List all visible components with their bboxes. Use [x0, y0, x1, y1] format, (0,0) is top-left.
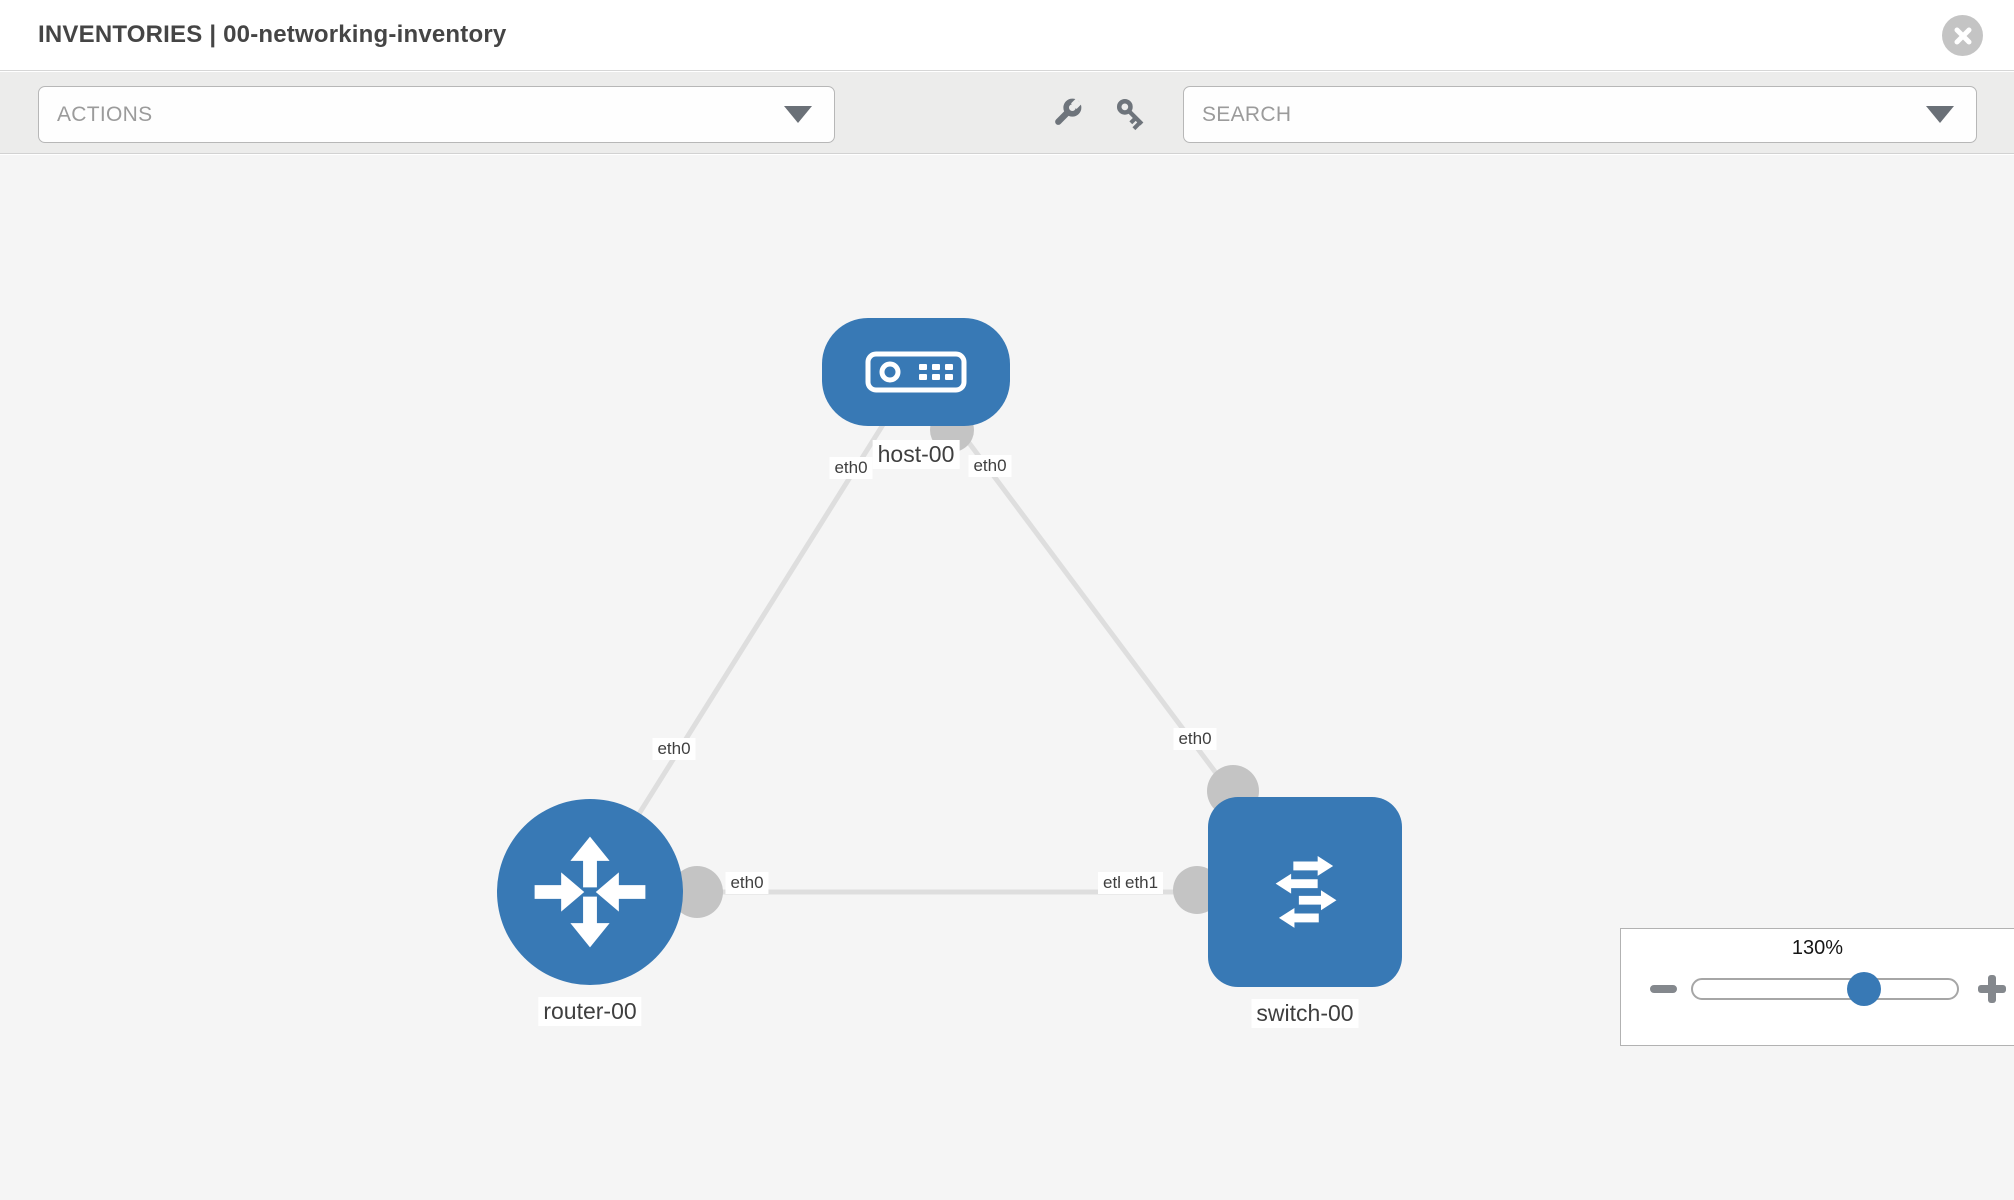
topology-canvas[interactable]: host-00 eth0 eth0 eth0 eth0 eth0 eth0 et… — [0, 155, 2014, 1200]
host-icon — [865, 351, 967, 393]
close-icon — [1954, 27, 1971, 44]
node-label-router: router-00 — [538, 997, 642, 1027]
node-host-00[interactable] — [822, 318, 1010, 426]
actions-dropdown-label: ACTIONS — [57, 102, 153, 126]
zoom-out-icon[interactable] — [1650, 985, 1677, 993]
interface-label: eth0 — [968, 455, 1012, 478]
configure-button[interactable] — [1046, 94, 1086, 134]
chevron-down-icon — [1926, 106, 1954, 123]
wrench-icon — [1055, 98, 1082, 125]
interface-label: eth0 — [652, 738, 696, 761]
zoom-in-icon[interactable] — [1975, 972, 2009, 1006]
router-icon — [534, 836, 646, 948]
node-label-switch: switch-00 — [1251, 999, 1359, 1029]
interface-label: eth0 — [1173, 728, 1217, 751]
node-switch-00[interactable] — [1208, 797, 1402, 987]
toolbar: ACTIONS SEARC — [0, 72, 2014, 154]
node-label-host: host-00 — [872, 440, 960, 470]
switch-icon — [1275, 855, 1336, 928]
zoom-control-panel: 130% — [1620, 928, 2014, 1046]
interface-label: eth0 — [725, 872, 769, 895]
actions-dropdown[interactable]: ACTIONS — [38, 86, 835, 143]
interface-label: eth1 — [1120, 872, 1164, 895]
search-dropdown[interactable]: SEARCH — [1183, 86, 1977, 143]
search-dropdown-label: SEARCH — [1202, 102, 1292, 126]
credentials-button[interactable] — [1112, 94, 1152, 134]
zoom-slider-handle[interactable] — [1847, 972, 1881, 1006]
close-button[interactable] — [1942, 15, 1983, 56]
page-title: INVENTORIES | 00-networking-inventory — [38, 21, 507, 48]
chevron-down-icon — [784, 106, 812, 123]
interface-label: eth0 — [829, 457, 873, 480]
zoom-percentage: 130% — [1791, 937, 1844, 959]
port-circle-router — [671, 866, 723, 918]
key-icon — [1116, 98, 1144, 131]
zoom-slider-track[interactable] — [1691, 978, 1959, 1000]
node-router-00[interactable] — [497, 799, 683, 985]
window-header: INVENTORIES | 00-networking-inventory — [0, 0, 2014, 71]
